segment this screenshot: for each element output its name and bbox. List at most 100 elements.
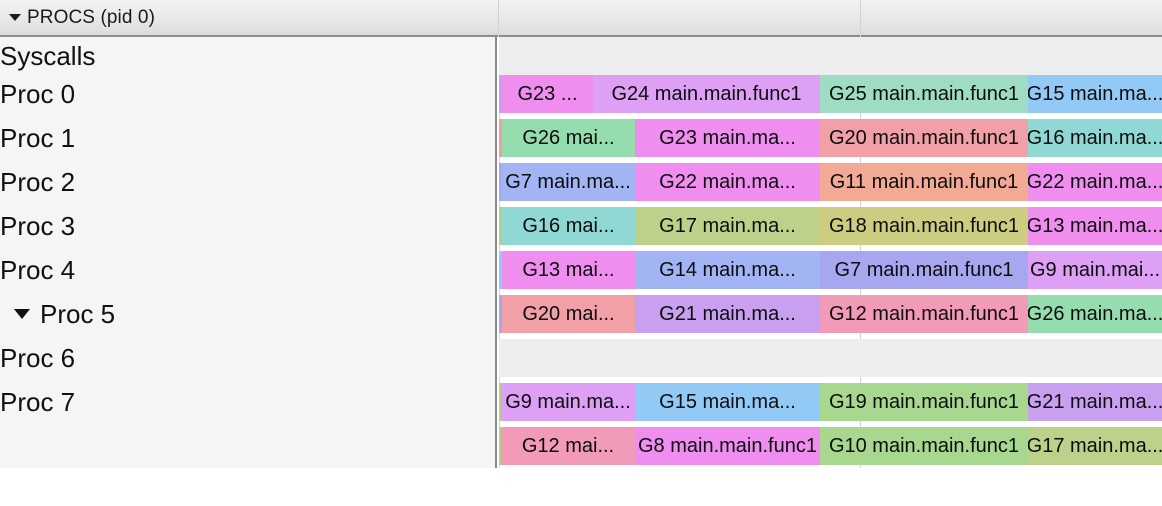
slice-sliver[interactable] bbox=[499, 427, 501, 465]
sidebar-item-proc-6[interactable]: Proc 6 bbox=[0, 339, 497, 377]
slice[interactable]: G16 mai... bbox=[502, 207, 635, 245]
sidebar-item-proc-3[interactable]: Proc 3 bbox=[0, 207, 497, 245]
chevron-down-icon[interactable] bbox=[9, 14, 21, 21]
slice-label: G21 main.ma... bbox=[1028, 391, 1162, 413]
slice-label: G21 main.ma... bbox=[659, 303, 796, 325]
slice-label: G9 main.mai... bbox=[1029, 259, 1161, 281]
slice-label: G26 mai... bbox=[522, 127, 615, 149]
slice-label: G13 main.ma... bbox=[1028, 215, 1162, 237]
timeline-row: G7 main.ma... G22 main.ma... G11 main.main… bbox=[499, 163, 1162, 201]
timeline-row: G9 main.ma... G15 main.ma... G19 main.main… bbox=[499, 383, 1162, 421]
slice[interactable]: G11 main.main.func1 bbox=[820, 163, 1028, 201]
slice-label: G23 main.ma... bbox=[659, 127, 796, 149]
header-rule-2 bbox=[860, 0, 861, 37]
chevron-down-icon[interactable] bbox=[14, 309, 30, 319]
sidebar-item-label: Proc 5 bbox=[40, 299, 116, 329]
slice[interactable]: G9 main.ma... bbox=[501, 383, 635, 421]
slice-label: G10 main.main.func1 bbox=[828, 435, 1020, 457]
slice[interactable]: G15 main.ma... bbox=[635, 383, 820, 421]
slice-label: G18 main.main.func1 bbox=[828, 215, 1020, 237]
slice[interactable]: G17 main.ma... bbox=[1028, 427, 1162, 465]
slice-label: G15 main.ma... bbox=[659, 391, 796, 413]
sidebar-item-label: Proc 2 bbox=[0, 167, 76, 197]
slice[interactable]: G25 main.main.func1 bbox=[820, 75, 1028, 113]
slice-label: G11 main.main.func1 bbox=[829, 171, 1019, 193]
slice[interactable]: G23 main.ma... bbox=[635, 119, 820, 157]
slice-sliver[interactable] bbox=[499, 207, 502, 245]
slice-sliver[interactable] bbox=[499, 383, 501, 421]
slice[interactable]: G7 main.ma... bbox=[501, 163, 635, 201]
slice-sliver[interactable] bbox=[499, 295, 502, 333]
slice[interactable]: G9 main.mai... bbox=[1028, 251, 1162, 289]
slice-label: G20 mai... bbox=[522, 303, 615, 325]
sidebar-item-proc-7[interactable]: Proc 7 bbox=[0, 383, 497, 421]
slice[interactable]: G12 main.main.func1 bbox=[820, 295, 1028, 333]
slice-label: G19 main.main.func1 bbox=[828, 391, 1020, 413]
sidebar-item-label: Proc 1 bbox=[0, 123, 76, 153]
slice-label: G16 mai... bbox=[522, 215, 615, 237]
slice-label: G15 main.ma... bbox=[1028, 83, 1162, 105]
sidebar-item-proc-2[interactable]: Proc 2 bbox=[0, 163, 497, 201]
slice[interactable]: G15 main.ma... bbox=[1028, 75, 1162, 113]
timeline-row: G12 mai... G8 main.main.func1 G10 main.mai… bbox=[499, 427, 1162, 465]
slice[interactable]: G10 main.main.func1 bbox=[820, 427, 1028, 465]
slice-label: G16 main.ma... bbox=[1028, 127, 1162, 149]
slice-label: G7 main.ma... bbox=[505, 171, 631, 193]
slice[interactable]: G7 main.main.func1 bbox=[820, 251, 1028, 289]
slice[interactable]: G8 main.main.func1 bbox=[635, 427, 820, 465]
slice[interactable]: G26 main.ma... bbox=[1028, 295, 1162, 333]
slice[interactable]: G24 main.main.func1 bbox=[593, 75, 820, 113]
slice[interactable]: G23 ... bbox=[502, 75, 593, 113]
sidebar-item-proc-4[interactable]: Proc 4 bbox=[0, 251, 497, 289]
procs-group-header[interactable]: PROCS (pid 0) bbox=[0, 0, 1162, 37]
timeline-row bbox=[499, 339, 1162, 377]
sidebar-item-proc-5[interactable]: Proc 5 bbox=[0, 295, 497, 333]
slice[interactable]: G20 mai... bbox=[502, 295, 635, 333]
slice-label: G12 mai... bbox=[521, 435, 615, 457]
slice-label: G22 main.ma... bbox=[659, 171, 796, 193]
slice[interactable]: G12 mai... bbox=[501, 427, 635, 465]
slice-sliver[interactable] bbox=[499, 251, 502, 289]
sidebar-item-label: Proc 7 bbox=[0, 387, 76, 417]
slice-label: G23 ... bbox=[517, 83, 578, 105]
slice-sliver[interactable] bbox=[499, 75, 502, 113]
slice[interactable]: G13 mai... bbox=[502, 251, 635, 289]
sidebar-item-proc-0[interactable]: Proc 0 bbox=[0, 75, 497, 113]
sidebar-item-proc-1[interactable]: Proc 1 bbox=[0, 119, 497, 157]
slice[interactable]: G21 main.ma... bbox=[1028, 383, 1162, 421]
timeline-row: G26 mai... G23 main.ma... G20 main.main.fu… bbox=[499, 119, 1162, 157]
slice[interactable]: G16 main.ma... bbox=[1028, 119, 1162, 157]
timeline-row: G16 mai... G17 main.ma... G18 main.main.fu… bbox=[499, 207, 1162, 245]
slice[interactable]: G22 main.ma... bbox=[1028, 163, 1162, 201]
slice-label: G12 main.main.func1 bbox=[828, 303, 1020, 325]
slice-sliver[interactable] bbox=[499, 119, 502, 157]
slice[interactable]: G18 main.main.func1 bbox=[820, 207, 1028, 245]
slice-label: G14 main.ma... bbox=[659, 259, 796, 281]
slice-label: G17 main.ma... bbox=[659, 215, 796, 237]
sidebar-item-label: Proc 0 bbox=[0, 79, 76, 109]
slice-sliver[interactable] bbox=[499, 163, 501, 201]
slice[interactable]: G21 main.ma... bbox=[635, 295, 820, 333]
slice-label: G13 mai... bbox=[522, 259, 615, 281]
slice-label: G24 main.main.func1 bbox=[611, 83, 802, 105]
slice[interactable]: G26 mai... bbox=[502, 119, 635, 157]
group-header-title: PROCS (pid 0) bbox=[27, 6, 156, 28]
timeline-row: G23 ... G24 main.main.func1 G25 main.main.… bbox=[499, 75, 1162, 113]
slice-label: G20 main.main.func1 bbox=[828, 127, 1020, 149]
sidebar-item-label: Proc 6 bbox=[0, 343, 76, 373]
slice-label: G22 main.ma... bbox=[1028, 171, 1162, 193]
slice[interactable]: G22 main.ma... bbox=[635, 163, 820, 201]
slice[interactable]: G17 main.ma... bbox=[635, 207, 820, 245]
sidebar-item-label: Proc 4 bbox=[0, 255, 76, 285]
timeline-tracks[interactable]: G23 ... G24 main.main.func1 G25 main.main.… bbox=[499, 37, 1162, 468]
slice[interactable]: G14 main.ma... bbox=[635, 251, 820, 289]
slice[interactable]: G19 main.main.func1 bbox=[820, 383, 1028, 421]
sidebar-item-syscalls[interactable]: Syscalls bbox=[0, 37, 497, 75]
sidebar-item-label: Syscalls bbox=[0, 41, 96, 71]
slice-label: G26 main.ma... bbox=[1028, 303, 1162, 325]
header-rule-1 bbox=[498, 0, 499, 37]
slice[interactable]: G13 main.ma... bbox=[1028, 207, 1162, 245]
slice[interactable]: G20 main.main.func1 bbox=[820, 119, 1028, 157]
